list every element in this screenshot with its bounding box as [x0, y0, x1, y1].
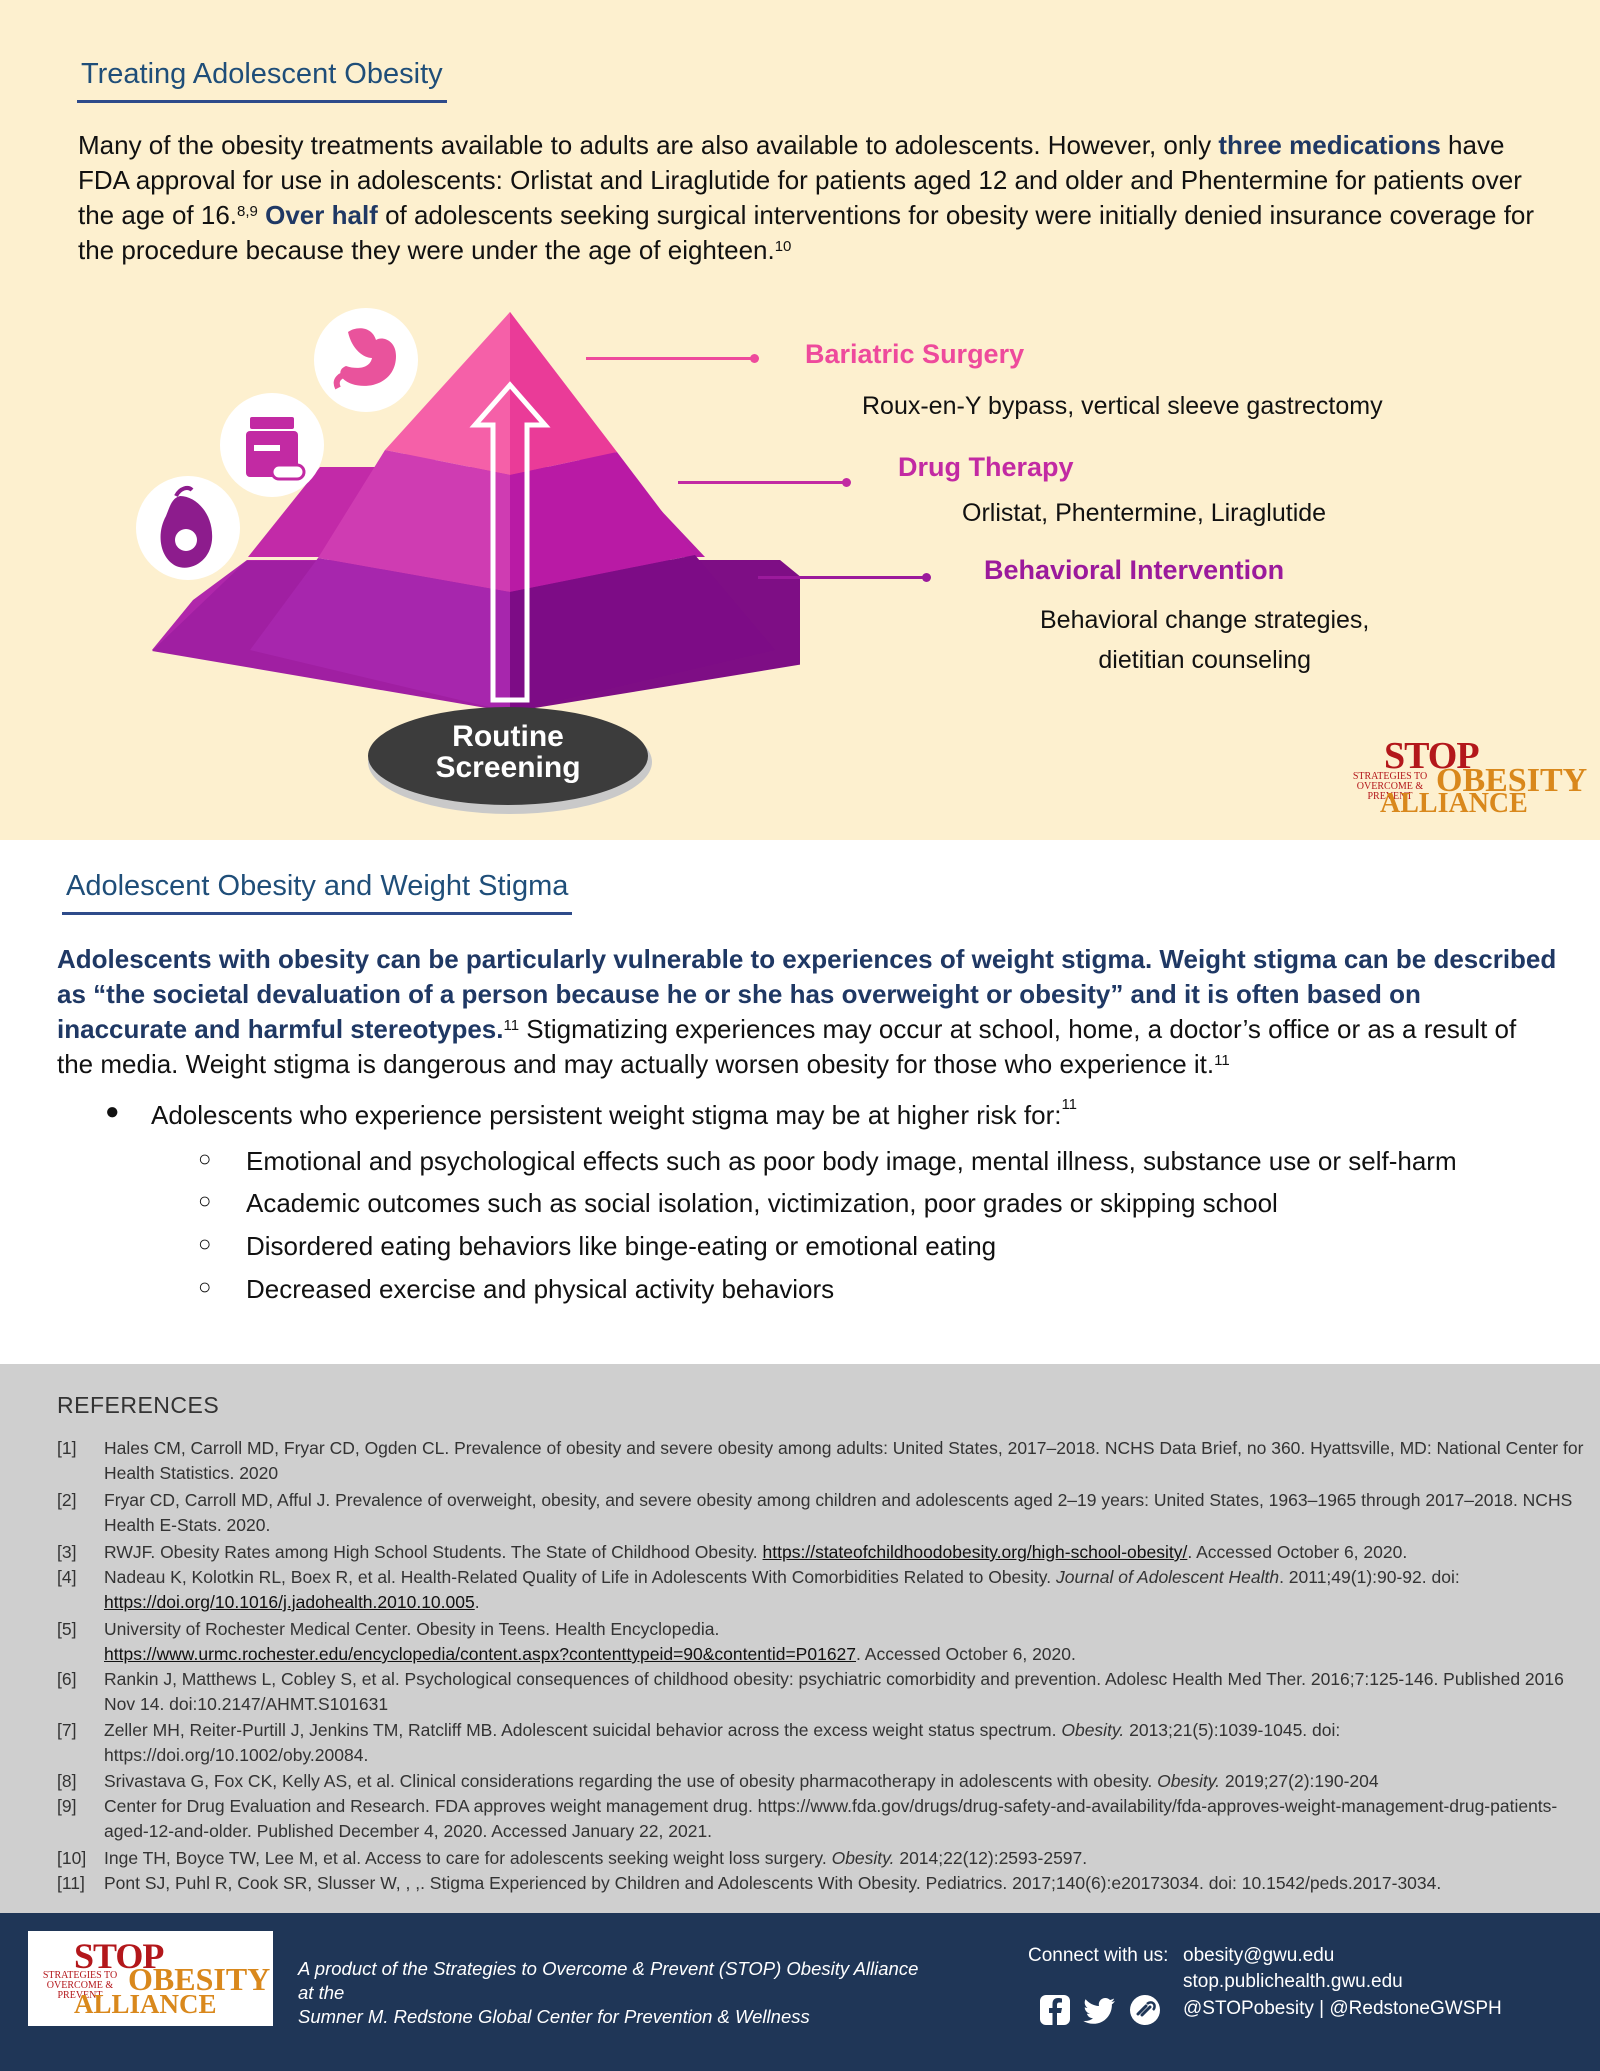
treating-paragraph: Many of the obesity treatments available…	[78, 130, 1535, 265]
footer-website[interactable]: stop.publichealth.gwu.edu	[1183, 1971, 1403, 1992]
bullet-marker: ●	[105, 1098, 120, 1125]
facebook-icon[interactable]	[1038, 1993, 1072, 2027]
references-section: REFERENCES [1]Hales CM, Carroll MD, Frya…	[0, 1364, 1600, 1913]
tier-desc-behavioral: Behavioral change strategies,dietitian c…	[1040, 606, 1370, 674]
pill-bottle-icon	[220, 393, 324, 497]
twitter-icon[interactable]	[1083, 1993, 1117, 2027]
footer-description: A product of the Strategies to Overcome …	[298, 1958, 919, 2027]
treating-section: Treating Adolescent Obesity Many of the …	[0, 0, 1600, 840]
tier-label-surgery: Bariatric Surgery	[805, 339, 1025, 369]
leader-line-surgery	[586, 354, 759, 363]
tier-label-behavioral: Behavioral Intervention	[984, 555, 1285, 585]
up-arrow-icon	[469, 381, 551, 703]
base-label-line2: Screening	[435, 751, 580, 784]
title-underline	[77, 100, 447, 103]
tier-label-drug: Drug Therapy	[898, 452, 1074, 482]
section-title-treating: Treating Adolescent Obesity	[77, 58, 447, 103]
stigma-paragraph: Adolescents with obesity can be particul…	[57, 944, 1557, 1079]
references-title: REFERENCES	[57, 1392, 220, 1418]
leader-line-drug	[678, 478, 851, 487]
reference-link[interactable]: https://stateofchildhoodobesity.org/high…	[762, 1542, 1188, 1562]
tier-desc-surgery: Roux-en-Y bypass, vertical sleeve gastre…	[862, 392, 1383, 420]
treatment-pyramid: Routine Screening	[136, 308, 800, 814]
reference-link[interactable]: https://doi.org/10.1016/j.jadohealth.201…	[104, 1592, 475, 1612]
footer-email[interactable]: obesity@gwu.edu	[1183, 1945, 1335, 1966]
reference-link[interactable]: https://www.urmc.rochester.edu/encyclope…	[104, 1644, 857, 1664]
section-title-stigma: Adolescent Obesity and Weight Stigma	[62, 870, 573, 915]
title-underline	[62, 912, 573, 915]
base-label-line1: Routine	[452, 720, 564, 753]
routine-screening-base	[368, 707, 648, 805]
tier-desc-drug: Orlistat, Phentermine, Liraglutide	[962, 499, 1327, 527]
leader-line-behavioral	[758, 573, 931, 582]
footer-social-handles[interactable]: @STOPobesity | @RedstoneGWSPH	[1183, 1998, 1502, 2019]
stomach-icon	[314, 308, 418, 412]
avocado-icon	[136, 476, 240, 580]
link-icon[interactable]	[1128, 1993, 1162, 2027]
connect-label: Connect with us:	[1028, 1945, 1169, 1966]
